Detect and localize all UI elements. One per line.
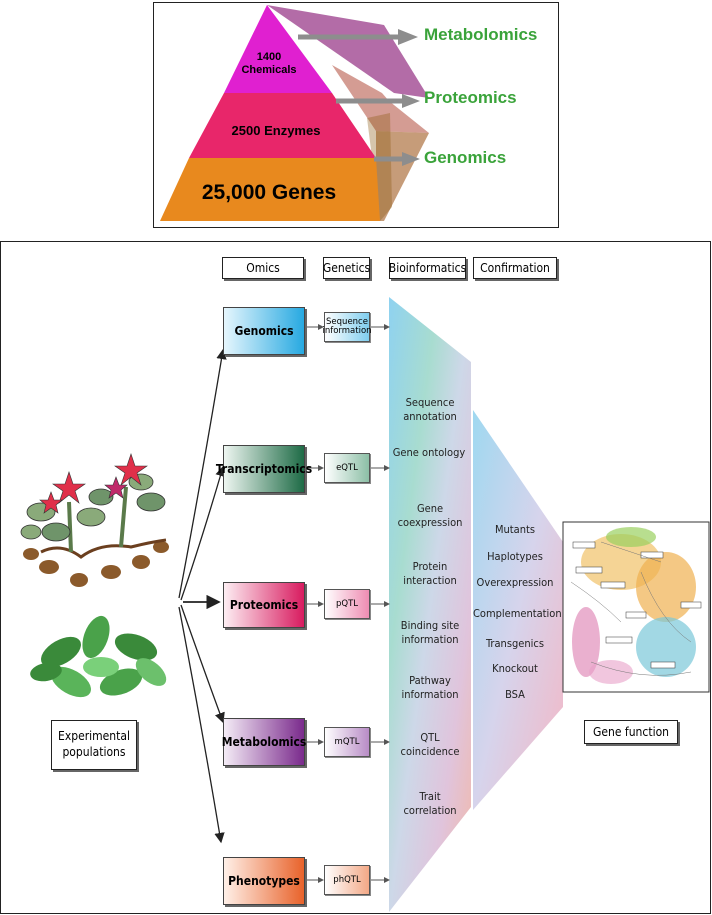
proteomics-label: Proteomics: [424, 88, 517, 107]
pyramid-graphic: [160, 5, 429, 221]
confirm-complementation: Complementation: [473, 607, 562, 620]
bio-qtl-coincidence: QTL coincidence: [400, 731, 460, 758]
confirm-mutants: Mutants: [494, 523, 536, 536]
omics-proteomics: Proteomics: [223, 582, 305, 628]
pyramid-mid-tier: [189, 93, 376, 158]
header-genetics: Genetics: [323, 257, 370, 279]
bioinformatics-funnel: [389, 297, 471, 912]
bio-binding-site-information: Binding site information: [400, 619, 460, 646]
header-confirmation: Confirmation: [473, 257, 557, 279]
confirmation-funnel: [473, 410, 563, 810]
header-omics: Omics: [222, 257, 304, 279]
omics-metabolomics: Metabolomics: [222, 718, 306, 766]
pyramid-top-tier: [224, 5, 332, 93]
bio-protein-interaction: Protein interaction: [403, 560, 457, 587]
omics-genomics: Genomics: [223, 307, 305, 355]
pyramid-mid-label: 2500 Enzymes: [231, 123, 321, 138]
gene-function-label: Gene function: [584, 720, 678, 744]
omics-phenotypes: Phenotypes: [223, 857, 305, 905]
genetics-eqtl: eQTL: [324, 453, 370, 483]
bio-trait-correlation: Trait correlation: [403, 790, 457, 817]
confirm-overexpression: Overexpression: [476, 576, 554, 589]
confirm-transgenics: Transgenics: [486, 637, 544, 650]
bio-gene-ontology: Gene ontology: [392, 446, 466, 459]
pyramid-top-label: 1400 Chemicals: [241, 51, 297, 76]
pyramid-base-label: 25,000 Genes: [201, 181, 337, 204]
omics-transcriptomics: Transcriptomics: [216, 445, 312, 493]
experimental-populations-label: Experimental populations: [51, 720, 137, 770]
genetics-phqtl: phQTL: [324, 865, 370, 895]
genetics-mqtl: mQTL: [324, 727, 370, 757]
pyramid-base-tier: [160, 158, 380, 221]
workflow-panel: Omics Genetics Bioinformatics Confirmati…: [0, 241, 711, 914]
metabolomics-label: Metabolomics: [424, 25, 538, 44]
bio-gene-coexpression: Gene coexpression: [397, 502, 463, 529]
genetics-pqtl: pQTL: [324, 589, 370, 619]
confirm-haplotypes: Haplotypes: [487, 550, 543, 563]
gene-network-image: [562, 521, 710, 693]
genetics-sequence-information: Sequence information: [322, 312, 372, 342]
pyramid-panel: 1400 Chemicals 2500 Enzymes 25,000 Genes…: [153, 2, 559, 228]
header-bioinformatics: Bioinformatics: [389, 257, 466, 279]
bio-sequence-annotation: Sequence annotation: [403, 396, 457, 423]
genomics-label: Genomics: [424, 148, 507, 167]
plant-illustration: [20, 453, 169, 698]
confirm-knockout: Knockout: [492, 662, 538, 675]
bio-pathway-information: Pathway information: [401, 674, 459, 701]
workflow-graphic: [20, 297, 710, 912]
confirm-bsa: BSA: [505, 688, 525, 701]
